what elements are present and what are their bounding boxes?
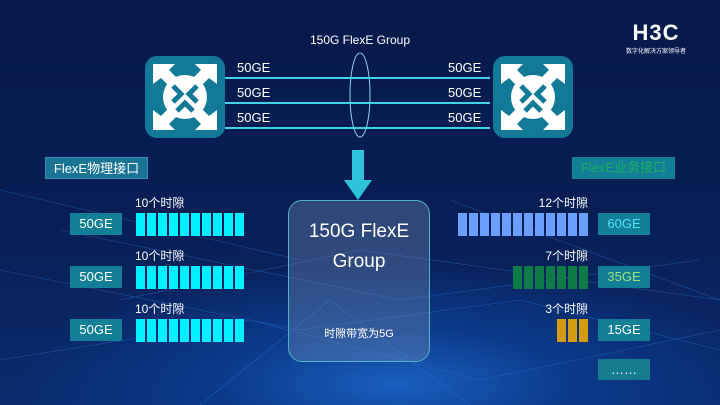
- slot-bar: [191, 319, 200, 342]
- slot-bar: [169, 319, 178, 342]
- more-interfaces: ……: [598, 359, 650, 380]
- slot-bars: [557, 319, 588, 342]
- slot-bar: [180, 213, 189, 236]
- slot-bar: [213, 319, 222, 342]
- physical-interface-title: FlexE物理接口: [45, 157, 148, 179]
- slot-bar: [147, 213, 156, 236]
- slot-bar: [557, 319, 566, 342]
- down-arrow-icon: [344, 150, 372, 200]
- slot-bar: [169, 266, 178, 289]
- switch-icon-right: [493, 56, 573, 138]
- slot-bar: [557, 213, 566, 236]
- slot-bar: [202, 319, 211, 342]
- physical-port-label: 50GE: [70, 213, 122, 235]
- link-line: [225, 127, 490, 129]
- slot-bar: [158, 266, 167, 289]
- slot-bar: [524, 266, 533, 289]
- slot-bar: [202, 266, 211, 289]
- slot-count-label: 7个时隙: [545, 249, 588, 263]
- slot-bar: [458, 213, 467, 236]
- slot-bar: [579, 266, 588, 289]
- slot-bar: [524, 213, 533, 236]
- slot-count-label: 3个时隙: [545, 302, 588, 316]
- slot-bar: [579, 213, 588, 236]
- slot-bar: [513, 266, 522, 289]
- link-line: [225, 102, 490, 104]
- slot-bars: [136, 266, 244, 289]
- switch-icon-left: [145, 56, 225, 138]
- slot-bar: [158, 213, 167, 236]
- link-line: [225, 77, 490, 79]
- slot-bar: [535, 213, 544, 236]
- slot-bar: [579, 319, 588, 342]
- slot-bars: [458, 213, 588, 236]
- service-interface-title: FlexE业务接口: [572, 157, 675, 179]
- slot-bar: [136, 319, 145, 342]
- slot-bar: [568, 266, 577, 289]
- slot-bar: [546, 266, 555, 289]
- slot-bar: [235, 213, 244, 236]
- slot-bar: [235, 319, 244, 342]
- slot-bar: [213, 213, 222, 236]
- slot-bar: [557, 266, 566, 289]
- slot-count-label: 12个时隙: [538, 196, 588, 210]
- slot-bar: [568, 213, 577, 236]
- service-port-label: 60GE: [598, 213, 650, 235]
- slot-bar: [469, 213, 478, 236]
- slot-bars: [136, 213, 244, 236]
- slot-bar: [546, 213, 555, 236]
- service-port-label: 15GE: [598, 319, 650, 341]
- physical-port-label: 50GE: [70, 266, 122, 288]
- slot-bar: [158, 319, 167, 342]
- slot-bar: [224, 213, 233, 236]
- service-port-label: 35GE: [598, 266, 650, 288]
- slot-count-label: 10个时隙: [135, 302, 185, 316]
- slot-bar: [568, 319, 577, 342]
- slot-bar: [202, 213, 211, 236]
- slot-bar: [213, 266, 222, 289]
- slot-bar: [491, 213, 500, 236]
- slot-bar: [169, 213, 178, 236]
- slot-bar: [147, 319, 156, 342]
- link-label: 50GE: [237, 85, 271, 100]
- slot-bar: [180, 319, 189, 342]
- slot-bar: [136, 213, 145, 236]
- slot-bar: [136, 266, 145, 289]
- slot-bar: [513, 213, 522, 236]
- slot-bar: [502, 213, 511, 236]
- link-label: 50GE: [237, 110, 271, 125]
- slot-bars: [136, 319, 244, 342]
- slot-bar: [147, 266, 156, 289]
- slot-bar: [191, 266, 200, 289]
- physical-port-label: 50GE: [70, 319, 122, 341]
- slot-bar: [535, 266, 544, 289]
- flexe-group-box: 150G FlexE Group 时隙带宽为5G: [288, 200, 430, 362]
- link-label: 50GE: [448, 85, 482, 100]
- slot-bar: [180, 266, 189, 289]
- slot-count-label: 10个时隙: [135, 249, 185, 263]
- slot-bar: [480, 213, 489, 236]
- slot-bar: [224, 266, 233, 289]
- slot-bar: [224, 319, 233, 342]
- slot-count-label: 10个时隙: [135, 196, 185, 210]
- h3c-logo: H3C 数字化解决方案领导者: [625, 20, 686, 56]
- link-label: 50GE: [448, 110, 482, 125]
- slot-bar: [235, 266, 244, 289]
- group-ellipse: [349, 52, 371, 138]
- link-label: 50GE: [448, 60, 482, 75]
- slot-bar: [191, 213, 200, 236]
- link-label: 50GE: [237, 60, 271, 75]
- group-title: 150G FlexE Group: [309, 33, 411, 47]
- slot-bars: [513, 266, 588, 289]
